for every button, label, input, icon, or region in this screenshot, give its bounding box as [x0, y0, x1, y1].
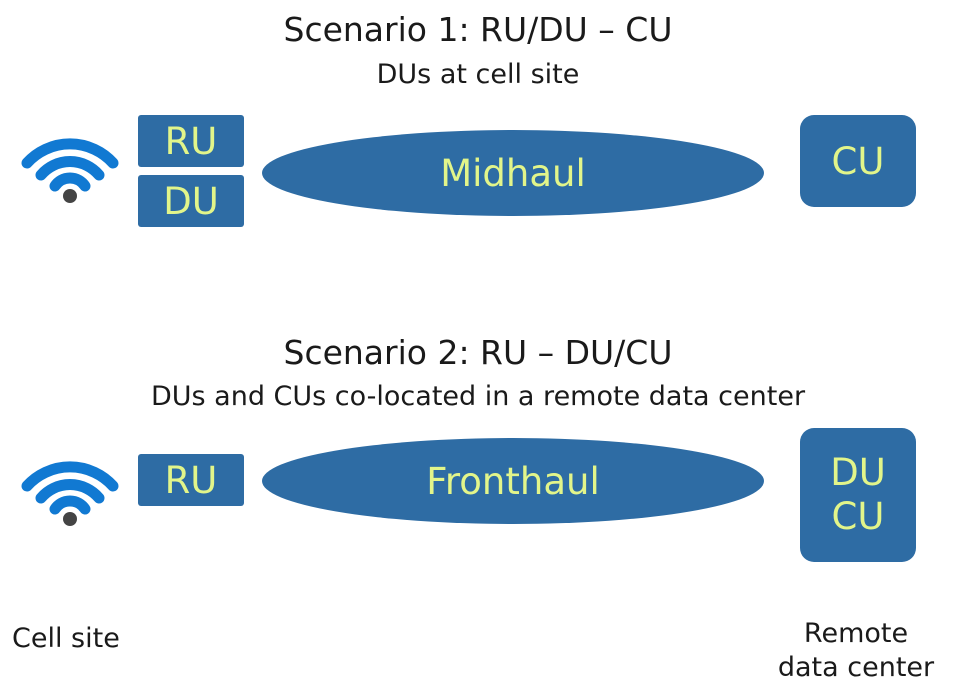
du-box: DU	[138, 175, 244, 227]
ru-label: RU	[164, 458, 218, 502]
ru-label: RU	[164, 119, 218, 163]
remote-label-line2: data center	[777, 652, 935, 683]
remote-label-line1: Remote	[803, 618, 909, 649]
ru-box: RU	[138, 115, 244, 167]
fronthaul-label: Fronthaul	[426, 459, 600, 503]
cu-label: CU	[831, 495, 885, 538]
midhaul-label: Midhaul	[440, 151, 586, 195]
midhaul-link: Midhaul	[262, 130, 764, 216]
wifi-icon	[21, 138, 119, 203]
ru-box: RU	[138, 454, 244, 506]
fronthaul-link: Fronthaul	[262, 438, 764, 524]
du-label: DU	[163, 179, 219, 223]
wifi-icon	[21, 461, 119, 526]
scenario2-subtitle: DUs and CUs co-located in a remote data …	[150, 381, 806, 412]
cu-box: CU	[800, 115, 916, 207]
du-label: DU	[830, 451, 886, 494]
du-cu-box: DU CU	[800, 428, 916, 562]
cu-label: CU	[831, 139, 885, 183]
scenario2-title: Scenario 2: RU – DU/CU	[283, 333, 673, 372]
scenario1-subtitle: DUs at cell site	[376, 59, 580, 90]
remote-data-center-label: Remote data center	[756, 617, 956, 685]
cell-site-label: Cell site	[12, 623, 120, 654]
scenario1-title: Scenario 1: RU/DU – CU	[283, 10, 673, 49]
